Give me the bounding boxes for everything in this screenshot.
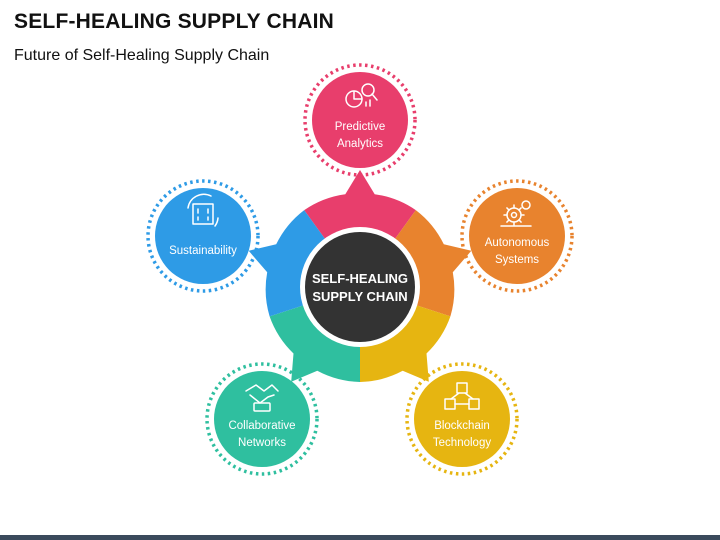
page-subtitle: Future of Self-Healing Supply Chain — [14, 47, 270, 64]
node-label-predictive-analytics-line-2: Analytics — [337, 138, 383, 150]
node-dotted-ring — [303, 63, 417, 177]
center-label-line-2: SUPPLY CHAIN — [312, 289, 407, 304]
node-dotted-ring — [146, 179, 260, 293]
eco-building-icon — [187, 193, 219, 227]
page-title: SELF-HEALING SUPPLY CHAIN — [14, 10, 335, 33]
node-label-collaborative-networks-line-2: Networks — [238, 437, 286, 449]
center-hub — [305, 232, 415, 342]
node-disc — [312, 72, 408, 168]
node-label-autonomous-systems-line-2: Systems — [495, 254, 539, 266]
ring-segment-sustainability — [248, 210, 326, 317]
analytics-icon — [345, 83, 378, 108]
ring-segment-collaborative-networks — [269, 304, 360, 382]
center-label-line-1: SELF-HEALING — [312, 271, 408, 286]
node-label-autonomous-systems-line-1: Autonomous — [485, 237, 550, 249]
ring-segment-blockchain-technology — [360, 304, 451, 382]
node-label-blockchain-technology-line-1: Blockchain — [434, 420, 490, 432]
node-disc — [414, 371, 510, 467]
ring-segment-predictive-analytics — [304, 170, 416, 241]
node-label-predictive-analytics-line-1: Predictive — [335, 121, 386, 133]
node-disc — [469, 188, 565, 284]
node-label-sustainability-line-1: Sustainability — [169, 245, 237, 257]
node-dotted-ring — [460, 179, 574, 293]
node-disc — [155, 188, 251, 284]
footer-bar — [0, 535, 720, 540]
node-label-blockchain-technology-line-2: Technology — [433, 437, 491, 449]
node-label-collaborative-networks-line-1: Collaborative — [228, 420, 295, 432]
node-dotted-ring — [205, 362, 319, 476]
handshake-icon — [245, 384, 279, 412]
ring-segment-autonomous-systems — [394, 210, 472, 317]
node-disc — [214, 371, 310, 467]
blockchain-icon — [444, 382, 480, 410]
node-dotted-ring — [405, 362, 519, 476]
node-sustainability: Sustainability — [146, 179, 260, 293]
gear-icon — [500, 200, 532, 227]
